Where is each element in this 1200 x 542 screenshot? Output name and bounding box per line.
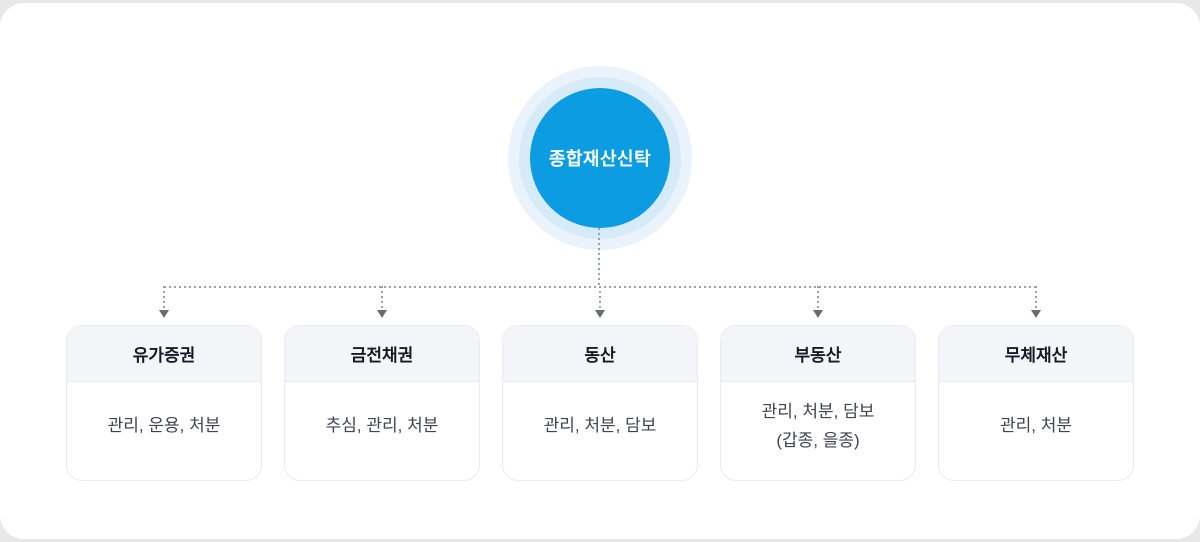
connector-drop-line	[599, 286, 601, 310]
branch-body-text: 관리, 처분	[999, 416, 1072, 435]
root-node-label: 종합재산신탁	[548, 149, 652, 169]
branch-body-text: 관리, 처분, 담보	[543, 416, 657, 435]
root-node-circle: 종합재산신탁	[530, 88, 670, 228]
connector-drop-line	[1035, 286, 1037, 310]
connector-drop-line	[381, 286, 383, 310]
branch-card-monetary-claims: 금전채권 추심, 관리, 처분	[284, 325, 480, 481]
branch-title: 유가증권	[132, 346, 196, 365]
branch-card-body: 관리, 처분	[939, 382, 1133, 480]
arrow-down-icon	[159, 310, 169, 318]
branch-card-movables: 동산 관리, 처분, 담보	[502, 325, 698, 481]
branch-card-header: 동산	[503, 326, 697, 382]
branch-body-text: 관리, 처분, 담보 (갑종, 을종)	[761, 401, 875, 450]
branch-card-body: 관리, 처분, 담보 (갑종, 을종)	[721, 382, 915, 480]
branch-card-body: 관리, 처분, 담보	[503, 382, 697, 480]
branch-card-header: 유가증권	[67, 326, 261, 382]
branch-title: 금전채권	[350, 346, 414, 365]
branch-card-securities: 유가증권 관리, 운용, 처분	[66, 325, 262, 481]
diagram-canvas: 종합재산신탁 유가증권 관리, 운용, 처분 금전채권 추심, 관리, 처분	[0, 3, 1200, 539]
root-node-halo-outer: 종합재산신탁	[508, 66, 692, 250]
arrow-down-icon	[377, 310, 387, 318]
branch-card-header: 금전채권	[285, 326, 479, 382]
branch-card-body: 추심, 관리, 처분	[285, 382, 479, 480]
arrow-down-icon	[595, 310, 605, 318]
branch-body-text: 추심, 관리, 처분	[325, 416, 439, 435]
branch-body-text: 관리, 운용, 처분	[107, 416, 221, 435]
branch-title: 부동산	[794, 346, 842, 365]
arrow-down-icon	[1031, 310, 1041, 318]
connector-drop-line	[817, 286, 819, 310]
branch-title: 무체재산	[1004, 346, 1068, 365]
branch-title: 동산	[584, 346, 616, 365]
branch-card-header: 부동산	[721, 326, 915, 382]
branch-card-header: 무체재산	[939, 326, 1133, 382]
arrow-down-icon	[813, 310, 823, 318]
branch-card-row: 유가증권 관리, 운용, 처분 금전채권 추심, 관리, 처분 동산 관리, 처…	[66, 325, 1134, 481]
branch-card-body: 관리, 운용, 처분	[67, 382, 261, 480]
branch-card-real-estate: 부동산 관리, 처분, 담보 (갑종, 을종)	[720, 325, 916, 481]
branch-card-intangibles: 무체재산 관리, 처분	[938, 325, 1134, 481]
root-node-halo-inner: 종합재산신탁	[519, 77, 681, 239]
connector-drop-line	[163, 286, 165, 310]
connector-stem-line	[598, 228, 600, 287]
